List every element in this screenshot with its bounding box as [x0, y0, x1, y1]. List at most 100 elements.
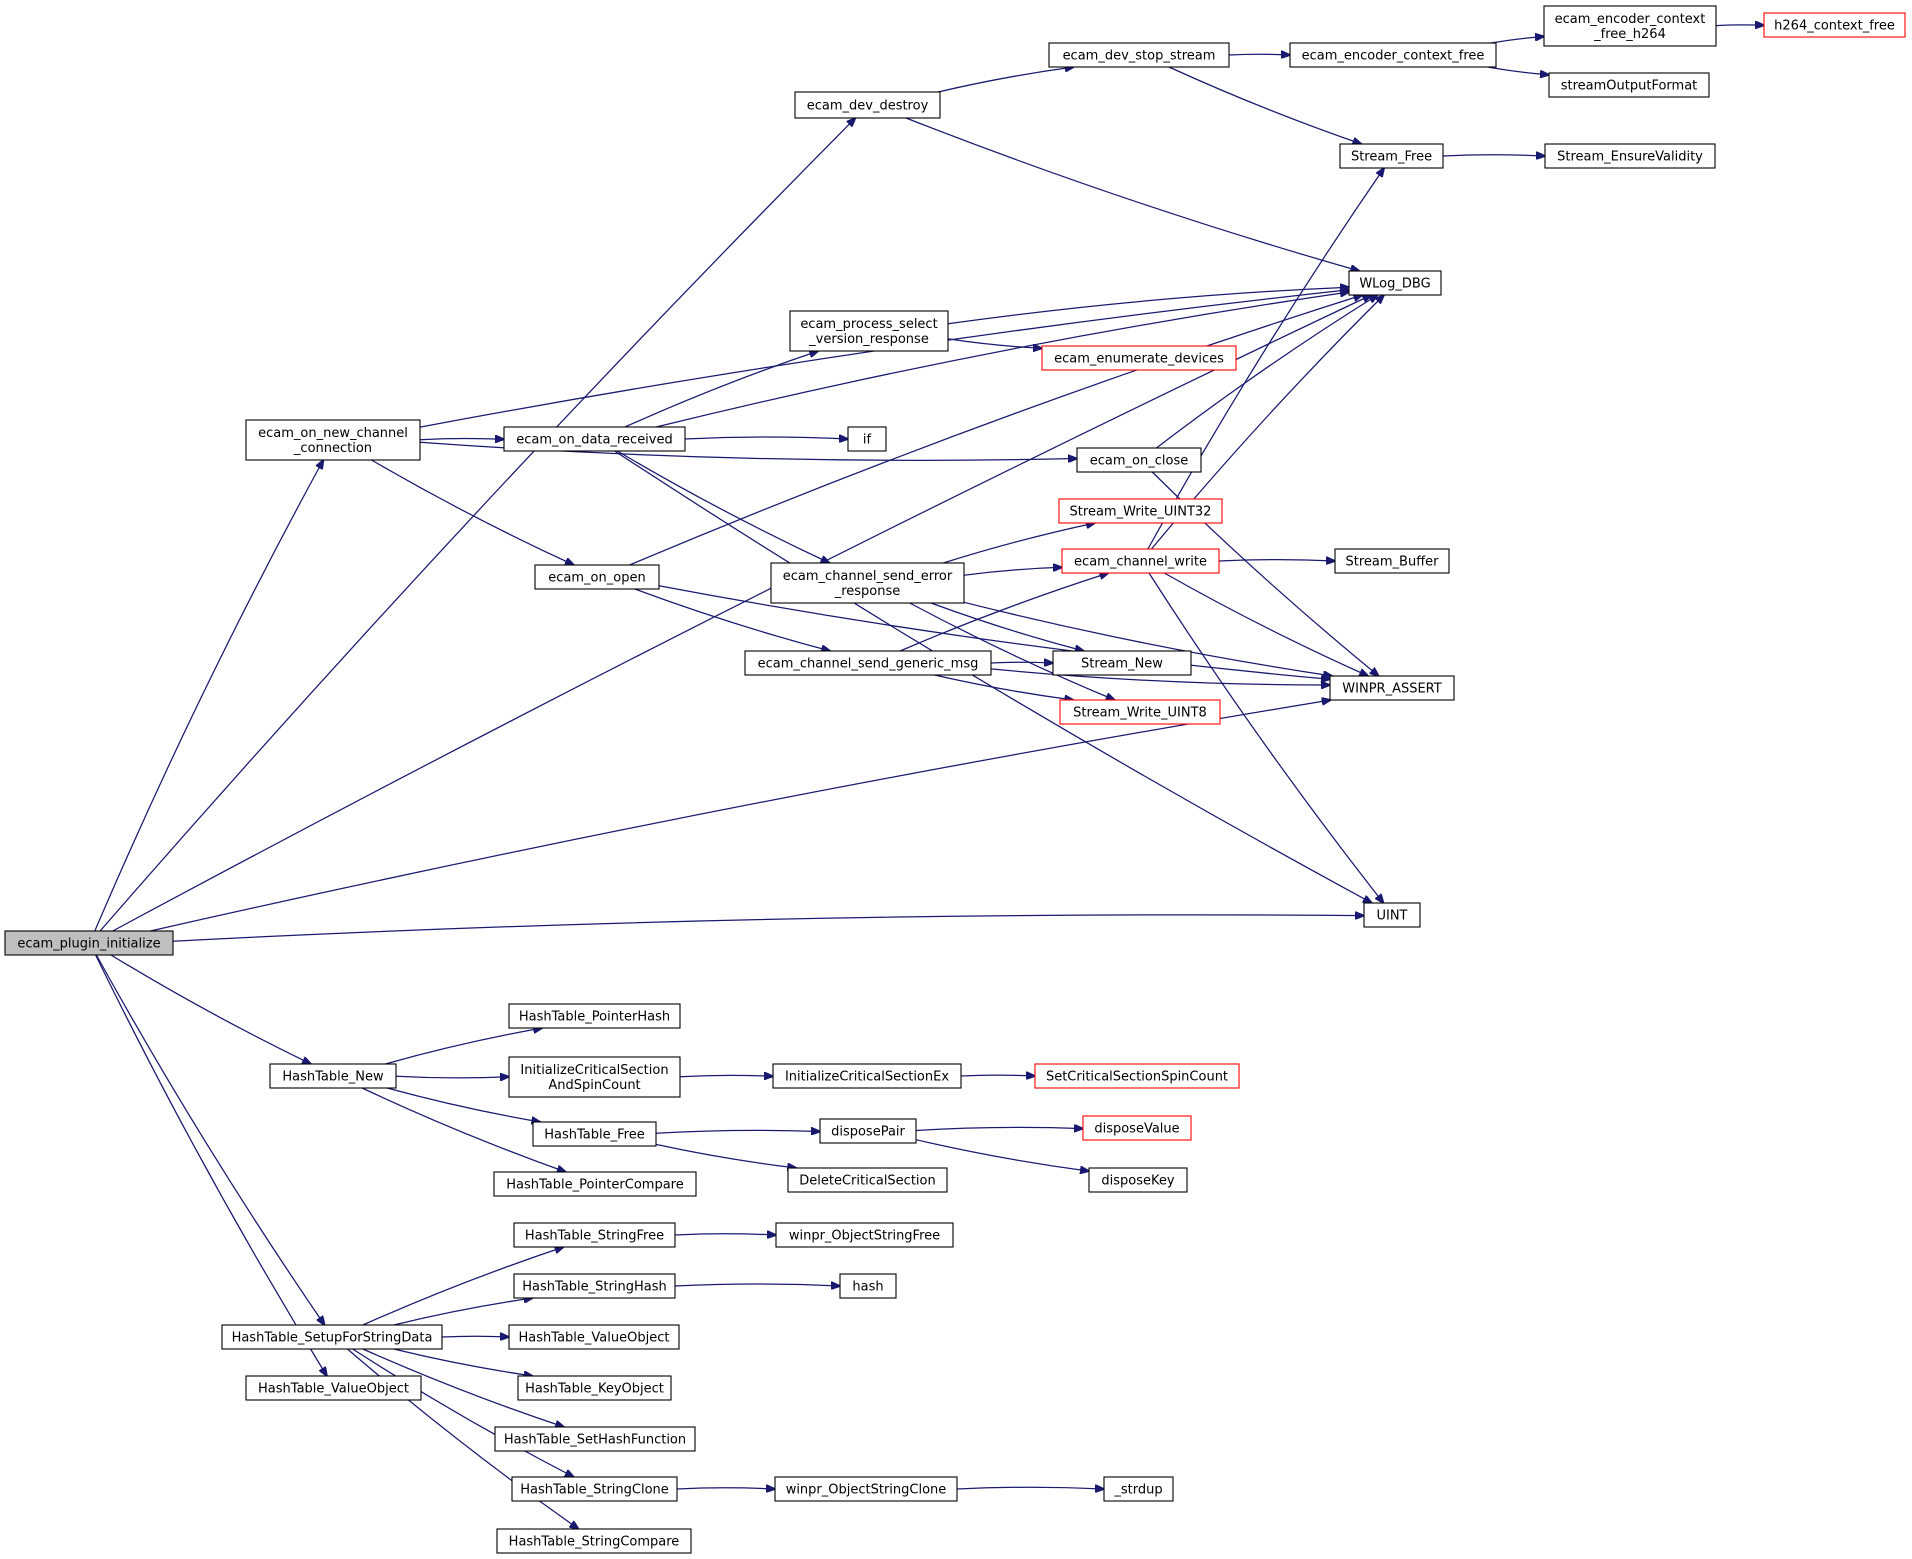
node-if[interactable]: if — [847, 426, 887, 452]
node-hash-table-pointer-compare[interactable]: HashTable_PointerCompare — [493, 1171, 697, 1197]
node-hash-table-new[interactable]: HashTable_New — [269, 1063, 397, 1089]
edge-dispose-pair-to-dispose-value — [915, 1127, 1083, 1130]
edge-hash-table-string-hash-to-hash — [674, 1284, 840, 1286]
node-winpr-assert[interactable]: WINPR_ASSERT — [1329, 675, 1455, 701]
node-label: winpr_ObjectStringFree — [789, 1229, 940, 1244]
node-label: ecam_enumerate_devices — [1054, 352, 1224, 367]
edge-ecam-on-data-received-to-wlog-dbg — [655, 292, 1349, 428]
node-ecam-dev-destroy[interactable]: ecam_dev_destroy — [794, 91, 941, 119]
node-uint[interactable]: UINT — [1363, 902, 1421, 928]
edge-initialize-critical-section-and-spin-count-to-initialize-critical-section-ex — [679, 1075, 773, 1076]
node-label: SetCriticalSectionSpinCount — [1046, 1070, 1228, 1085]
node-stream-write-uint32[interactable]: Stream_Write_UINT32 — [1058, 498, 1223, 524]
node-hash-table-string-free[interactable]: HashTable_StringFree — [513, 1222, 676, 1248]
node-wlog-dbg[interactable]: WLog_DBG — [1348, 270, 1442, 296]
node-hash-table-string-hash[interactable]: HashTable_StringHash — [513, 1273, 676, 1299]
node-label: InitializeCriticalSection — [520, 1063, 668, 1078]
node-dispose-pair[interactable]: disposePair — [819, 1118, 917, 1144]
node-box — [532, 1121, 657, 1147]
node-box — [1548, 72, 1710, 98]
node-label: ecam_process_select — [800, 317, 937, 332]
node-box — [513, 1222, 676, 1248]
node-label: ecam_dev_destroy — [807, 99, 929, 114]
node-dispose-key[interactable]: disposeKey — [1088, 1167, 1188, 1193]
node-box — [1088, 1167, 1188, 1193]
node-ecam-on-new-channel-connection[interactable]: ecam_on_new_channel_connection — [245, 419, 421, 461]
edge-ecam-encoder-context-free-to-stream-output-format — [1487, 66, 1549, 75]
node-winpr-object-string-clone[interactable]: winpr_ObjectStringClone — [774, 1476, 958, 1502]
node-ecam-enumerate-devices[interactable]: ecam_enumerate_devices — [1041, 345, 1237, 371]
node-hash-table-setup-for-string-data[interactable]: HashTable_SetupForStringData — [221, 1324, 443, 1350]
node-winpr-object-string-free[interactable]: winpr_ObjectStringFree — [775, 1222, 954, 1248]
edge-hash-table-free-to-dispose-pair — [655, 1130, 820, 1133]
node-set-critical-section-spin-count[interactable]: SetCriticalSectionSpinCount — [1034, 1063, 1240, 1089]
edge-winpr-object-string-clone-to-strdup — [956, 1487, 1104, 1489]
node-ecam-process-select-version-response[interactable]: ecam_process_select_version_response — [789, 310, 949, 352]
edge-ecam-on-new-channel-connection-to-ecam-on-open — [371, 459, 574, 565]
node-box — [774, 1476, 958, 1502]
node-box — [1041, 345, 1237, 371]
node-hash-table-free[interactable]: HashTable_Free — [532, 1121, 657, 1147]
node-box — [1059, 699, 1221, 725]
edge-ecam-plugin-initialize-to-hash-table-value-object-b — [95, 954, 327, 1376]
node-box — [1103, 1476, 1174, 1502]
node-label: hash — [852, 1280, 883, 1295]
node-box — [508, 1056, 681, 1098]
node-ecam-channel-send-error-response[interactable]: ecam_channel_send_error_response — [770, 562, 965, 604]
edge-stream-free-to-stream-ensure-validity — [1442, 155, 1545, 156]
node-ecam-encoder-context-free[interactable]: ecam_encoder_context_free — [1289, 42, 1497, 68]
node-stream-buffer[interactable]: Stream_Buffer — [1334, 548, 1450, 574]
edge-ecam-on-data-received-to-uint — [614, 450, 1372, 903]
node-ecam-encoder-context-free-h264[interactable]: ecam_encoder_context_free_h264 — [1543, 5, 1717, 47]
node-hash-table-set-hash-function[interactable]: HashTable_SetHashFunction — [494, 1426, 696, 1452]
node-label: HashTable_StringHash — [522, 1280, 666, 1295]
edge-hash-table-setup-for-string-data-to-hash-table-string-clone — [352, 1348, 574, 1477]
node-stream-new[interactable]: Stream_New — [1052, 650, 1192, 676]
edge-hash-table-free-to-delete-critical-section — [655, 1143, 796, 1168]
node-ecam-dev-stop-stream[interactable]: ecam_dev_stop_stream — [1048, 42, 1230, 68]
edge-ecam-plugin-initialize-to-ecam-on-new-channel-connection — [94, 460, 323, 932]
node-strdup[interactable]: _strdup — [1103, 1476, 1174, 1502]
node-initialize-critical-section-ex[interactable]: InitializeCriticalSectionEx — [772, 1063, 962, 1089]
edge-ecam-process-select-version-response-to-wlog-dbg — [947, 287, 1349, 325]
node-stream-output-format[interactable]: streamOutputFormat — [1548, 72, 1710, 98]
node-hash-table-string-compare[interactable]: HashTable_StringCompare — [496, 1528, 692, 1554]
node-ecam-channel-send-generic-msg[interactable]: ecam_channel_send_generic_msg — [744, 650, 992, 676]
edge-hash-table-new-to-hash-table-free — [386, 1087, 540, 1122]
edge-ecam-dev-destroy-to-ecam-dev-stop-stream — [937, 67, 1074, 93]
node-ecam-channel-write[interactable]: ecam_channel_write — [1061, 548, 1220, 574]
node-ecam-on-data-received[interactable]: ecam_on_data_received — [503, 426, 686, 452]
node-label: ecam_channel_write — [1074, 555, 1207, 570]
node-hash[interactable]: hash — [839, 1273, 897, 1299]
node-box — [1076, 447, 1202, 473]
node-label: HashTable_PointerCompare — [506, 1178, 683, 1193]
node-label: HashTable_StringFree — [525, 1229, 664, 1244]
edge-hash-table-string-clone-to-winpr-object-string-clone — [676, 1488, 775, 1489]
node-stream-ensure-validity[interactable]: Stream_EnsureValidity — [1544, 143, 1716, 169]
node-h264-context-free[interactable]: h264_context_free — [1763, 12, 1906, 38]
node-box — [1543, 5, 1717, 47]
node-hash-table-pointer-hash[interactable]: HashTable_PointerHash — [508, 1003, 681, 1029]
node-ecam-on-open[interactable]: ecam_on_open — [534, 564, 660, 590]
node-hash-table-value-object-b[interactable]: HashTable_ValueObject — [245, 1375, 422, 1401]
node-box — [513, 1273, 676, 1299]
node-box — [819, 1118, 917, 1144]
edge-hash-table-setup-for-string-data-to-hash-table-string-hash — [393, 1298, 533, 1326]
edge-ecam-channel-write-to-winpr-assert — [1163, 572, 1368, 676]
node-dispose-value[interactable]: disposeValue — [1082, 1115, 1192, 1141]
node-hash-table-key-object[interactable]: HashTable_KeyObject — [517, 1375, 672, 1401]
node-ecam-on-close[interactable]: ecam_on_close — [1076, 447, 1202, 473]
edge-ecam-channel-send-error-response-to-ecam-channel-write — [963, 567, 1062, 576]
node-label: WINPR_ASSERT — [1342, 682, 1441, 697]
edge-hash-table-new-to-hash-table-pointer-hash — [385, 1028, 542, 1065]
node-stream-write-uint8[interactable]: Stream_Write_UINT8 — [1059, 699, 1221, 725]
node-label: Stream_Free — [1351, 150, 1432, 165]
node-box — [787, 1167, 948, 1193]
node-hash-table-value-object-a[interactable]: HashTable_ValueObject — [508, 1324, 680, 1350]
node-delete-critical-section[interactable]: DeleteCriticalSection — [787, 1167, 948, 1193]
node-stream-free[interactable]: Stream_Free — [1339, 143, 1444, 169]
node-ecam-plugin-initialize[interactable]: ecam_plugin_initialize — [4, 930, 174, 956]
node-hash-table-string-clone[interactable]: HashTable_StringClone — [511, 1476, 678, 1502]
